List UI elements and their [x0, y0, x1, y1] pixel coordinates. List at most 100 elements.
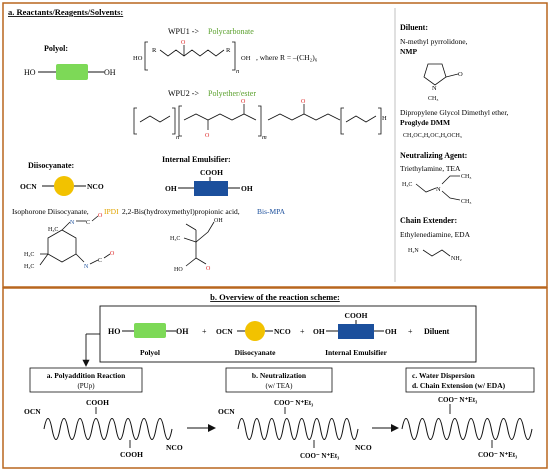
- polyol-label: Polyol:: [44, 44, 68, 53]
- wpu2-bracket-1-right: [172, 107, 176, 135]
- bismpa-arm-top: [195, 221, 215, 243]
- emul-oh-left: OH: [165, 184, 177, 193]
- ipdi-o2: O: [110, 251, 115, 257]
- wpu1-n: n: [236, 68, 239, 75]
- step-a-sub: (PUp): [77, 382, 95, 390]
- wpu2-ether-left: [139, 115, 171, 123]
- extender-title: Chain Extender:: [400, 216, 457, 225]
- tea-name: Triethylamine, TEA: [400, 164, 461, 173]
- wpu1-product: Polycarbonate: [208, 27, 254, 36]
- section-b-title: b. Overview of the reaction scheme:: [210, 292, 340, 302]
- wpu2-ester-left: [183, 113, 257, 121]
- eda-chain: [422, 249, 451, 257]
- wpu1-prefix: WPU1 ->: [168, 27, 199, 36]
- b-emul-cooh: COOH: [345, 311, 368, 320]
- bismpa-oh: OH: [214, 218, 223, 224]
- bismpa-me: [183, 237, 197, 243]
- section-a-frame: [2, 2, 548, 288]
- diiso-ocn: OCN: [20, 182, 37, 191]
- wpu2-prefix: WPU2 ->: [168, 89, 199, 98]
- ipdi-n2-bond: [75, 253, 85, 263]
- tea-h3c: H₃C: [402, 182, 412, 188]
- wpu1-r-left: R: [152, 47, 157, 54]
- tea-arm-left: [415, 183, 437, 193]
- polymer-chain-3: [401, 418, 533, 440]
- p1-nco: NCO: [166, 443, 183, 452]
- emul-title: Internal Emulsifier:: [162, 155, 231, 164]
- step-c-title: c. Water Dispersion: [412, 371, 476, 380]
- wpu2-h: H: [382, 115, 387, 122]
- wpu1-bracket-right: [232, 41, 236, 71]
- neutral-title: Neutralizing Agent:: [400, 151, 467, 160]
- b-plus-2: +: [300, 327, 305, 336]
- bismpa-acid: [185, 242, 197, 267]
- b-diiso-nco: NCO: [274, 327, 291, 336]
- wpu2-bracket-3-left: [340, 107, 344, 135]
- bismpa-co: [195, 257, 207, 265]
- bismpa-h3c: H₃C: [170, 236, 180, 242]
- ipdi-nc-2: [89, 259, 99, 265]
- ipdi-name: Isophorone Diisocyanate,: [12, 207, 89, 216]
- step-d-title: d. Chain Extension (w/ EDA): [412, 381, 506, 390]
- nmp-n: N: [432, 85, 437, 92]
- p1-cooh-bot: COOH: [120, 450, 143, 459]
- polymer-chain-1: [43, 418, 173, 440]
- diluent-title: Diluent:: [400, 23, 428, 32]
- ipdi-ring: [47, 229, 77, 263]
- diiso-circle: [54, 176, 74, 196]
- b-diiso-label: Diisocyanate: [235, 348, 277, 357]
- dmm-formula: CH₃OC₃H₆OC₃H₆OCH₃: [403, 133, 462, 139]
- p2-nco: NCO: [355, 443, 372, 452]
- wpu1-where: , where R = –(CH₂)₆: [256, 53, 318, 62]
- wpu2-ester-right: [267, 113, 341, 121]
- b-emul-block: [338, 324, 374, 339]
- section-a-title: a. Reactants/Reagents/Solvents:: [8, 7, 123, 17]
- b-plus-1: +: [202, 327, 207, 336]
- bismpa-name: 2,2-Bis(hydroxymethyl)propionic acid,: [122, 207, 240, 216]
- wpu1-carbonyl-o: O: [181, 40, 186, 46]
- dmm-name: Dipropylene Glycol Dimethyl ether,: [400, 108, 509, 117]
- b-emul-label: Internal Emulsifier: [325, 348, 388, 357]
- polyol-oh: OH: [104, 68, 116, 77]
- wpu2-o-1: O: [205, 133, 210, 139]
- eda-h2n: H₂N: [408, 248, 419, 254]
- ipdi-c1: C: [86, 220, 90, 226]
- tea-arm-top: [441, 175, 460, 185]
- step-a-box: [29, 367, 143, 393]
- wpu2-m: m: [262, 134, 267, 141]
- p2-ocn: OCN: [218, 407, 235, 416]
- tea-ch3a: CH₃: [461, 174, 471, 180]
- wpu2-o-3: O: [301, 99, 306, 105]
- b-emul-oh2: OH: [385, 327, 397, 336]
- wpu2-bracket-3-right: [378, 107, 382, 135]
- b-diiso-circle: [245, 321, 265, 341]
- ipdi-h3c-b: H₃C: [24, 264, 34, 270]
- nmp-o: O: [458, 71, 463, 78]
- tea-arm-bottom: [441, 190, 461, 201]
- tea-n: N: [436, 186, 441, 193]
- emul-oh-right: OH: [241, 184, 253, 193]
- b-diluent: Diluent: [424, 327, 450, 336]
- p1-cooh-top: COOH: [86, 398, 109, 407]
- p3-coo-bot: COO⁻ N⁺Et₃: [478, 451, 517, 459]
- diiso-title: Diisocyanate:: [28, 161, 74, 170]
- emul-cooh: COOH: [200, 168, 223, 177]
- wpu2-product: Polyether/ester: [208, 89, 256, 98]
- polymer-chain-2: [237, 418, 359, 440]
- step-b-box: [225, 367, 333, 393]
- p2-coo-top: COO⁻ N⁺Et₃: [274, 399, 313, 407]
- wpu2-bracket-1-left: [133, 107, 137, 135]
- ipdi-h3c-top: H₃C: [48, 227, 58, 233]
- emul-block: [194, 181, 228, 196]
- tea-ch3b: CH₃: [461, 199, 471, 205]
- eda-name: Ethylenediamine, EDA: [400, 230, 471, 239]
- b-polyol-label: Polyol: [140, 348, 160, 357]
- eda-nh2: NH₂: [451, 256, 462, 262]
- b-plus-3: +: [408, 327, 413, 336]
- wpu1-r-right: R: [226, 47, 231, 54]
- nmp-name: N-methyl pyrrolidone,: [400, 37, 468, 46]
- ipdi-n2: N: [84, 264, 89, 270]
- wpu1-chain: [159, 49, 225, 57]
- diiso-nco: NCO: [87, 182, 104, 191]
